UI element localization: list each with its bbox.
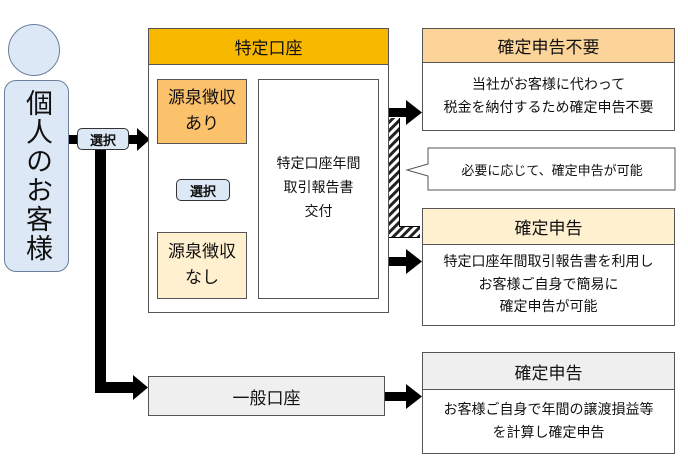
no-filing-body: 当社がお客様に代わって 税金を納付するため確定申告不要	[422, 62, 675, 131]
filing-easy-header: 確定申告	[422, 208, 675, 245]
person-box: 個人のお客様	[4, 80, 69, 272]
withholding-yes-box: 源泉徴収あり	[157, 79, 247, 144]
annual-report-line-3: 交付	[304, 203, 333, 220]
annual-report-line-1: 特定口座年間	[276, 156, 361, 173]
no-filing-header: 確定申告不要	[422, 28, 675, 63]
annual-report-line-2: 取引報告書	[283, 180, 354, 197]
filing-easy-body: 特定口座年間取引報告書を利用し お客様ご自身で簡易に 確定申告が可能	[422, 244, 675, 326]
no-filing-line-2: 税金を納付するため確定申告不要	[443, 99, 654, 116]
select-pill-inner: 選択	[176, 179, 230, 201]
person-head-icon	[8, 24, 60, 76]
filing-easy-line-2: お客様ご自身で簡易に	[478, 276, 619, 293]
no-filing-line-1: 当社がお客様に代わって	[471, 77, 626, 94]
annual-report-box: 特定口座年間 取引報告書 交付	[258, 79, 379, 299]
general-account-box: 一般口座	[148, 376, 385, 416]
select-pill-main: 選択	[77, 128, 129, 150]
filing-general-header: 確定申告	[422, 352, 675, 390]
person-label: 個人のお客様	[21, 89, 52, 263]
withholding-yes-label: 源泉徴収あり	[168, 88, 236, 134]
filing-general-line-2: を計算し確定申告	[492, 424, 605, 441]
tokutei-header: 特定口座	[148, 28, 389, 65]
withholding-no-label: 源泉徴収なし	[168, 242, 236, 288]
filing-general-line-1: お客様ご自身で年間の譲渡損益等	[443, 402, 654, 419]
callout-text: 必要に応じて、確定申告が可能	[461, 163, 643, 179]
filing-easy-line-1: 特定口座年間取引報告書を利用し	[443, 254, 654, 271]
withholding-no-box: 源泉徴収なし	[157, 232, 247, 299]
filing-easy-line-3: 確定申告が可能	[499, 299, 598, 316]
filing-general-body: お客様ご自身で年間の譲渡損益等 を計算し確定申告	[422, 389, 675, 454]
